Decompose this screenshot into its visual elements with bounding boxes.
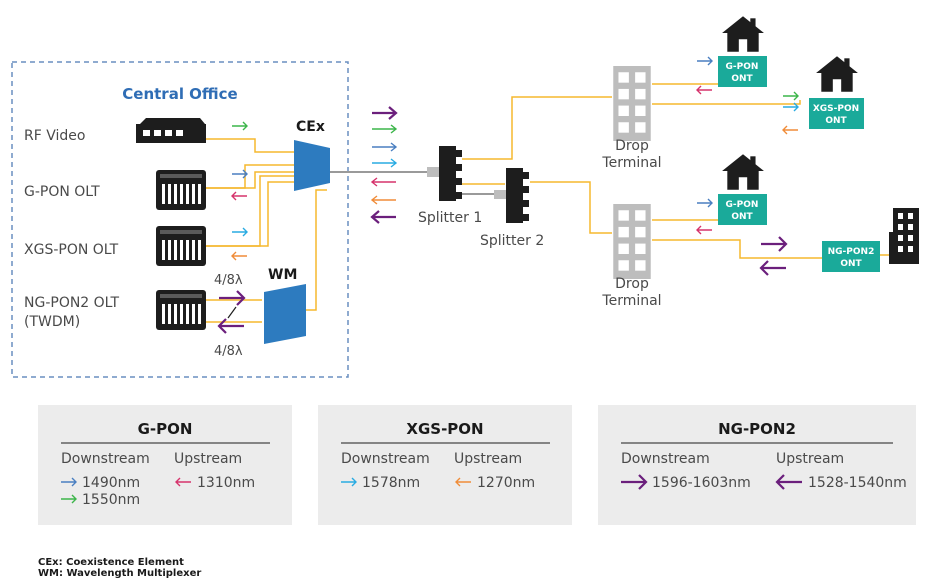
ngpon2-olt-icon <box>156 290 206 330</box>
xgspon-olt-label: XGS-PON OLT <box>24 242 119 258</box>
legend-gpon-down-2: 1550nm <box>82 492 140 508</box>
ngpon2-ont: NG-PON2 ONT <box>822 241 880 272</box>
gpon-olt-label: G-PON OLT <box>24 184 100 200</box>
legend-xgspon-up-1: 1270nm <box>477 475 535 491</box>
splitter-1-icon <box>427 146 462 201</box>
legend-xgspon-downstream: Downstream <box>341 451 430 467</box>
splitter-feed-lines <box>330 171 505 195</box>
xgspon-olt-icon <box>156 226 206 266</box>
legend-xgspon-up-arrow <box>455 477 471 487</box>
ont-label-line2: ONT <box>825 116 847 126</box>
ont-arrows <box>696 56 799 235</box>
ont-label-line2: ONT <box>731 212 753 222</box>
rf-video-device-icon <box>136 118 206 143</box>
gpon-ont-bottom: G-PON ONT <box>718 194 767 225</box>
splitter-1-label: Splitter 1 <box>418 210 482 226</box>
ngpon2-twdm-label: (TWDM) <box>24 314 80 330</box>
cex-element <box>294 140 330 191</box>
legend-xgspon-down-1: 1578nm <box>362 475 420 491</box>
drop-terminal-bottom-icon <box>613 204 651 279</box>
ont-label-line1: XGS-PON <box>813 104 859 114</box>
legend-gpon-down-1: 1490nm <box>82 475 140 491</box>
legend-xgspon-panel <box>318 405 572 525</box>
fiber-lines <box>205 73 892 323</box>
ont-label-line1: G-PON <box>726 62 759 72</box>
legend-gpon-downstream: Downstream <box>61 451 150 467</box>
splitter-2-icon <box>494 168 529 223</box>
legend-ngpon2-title: NG-PON2 <box>718 420 796 438</box>
legend-gpon-upstream: Upstream <box>174 451 242 467</box>
cex-label: CEx <box>296 119 325 135</box>
legend-gpon-up-1: 1310nm <box>197 475 255 491</box>
rf-video-label: RF Video <box>24 128 85 144</box>
gpon-olt-icon <box>156 170 206 210</box>
ont-label-line1: NG-PON2 <box>828 247 875 257</box>
legend-ngpon2-panel <box>598 405 916 525</box>
co-ngpon2-arrows <box>217 290 246 334</box>
legend-xgspon-down-arrow <box>341 477 357 487</box>
legend-gpon-title: G-PON <box>138 420 193 438</box>
legend-gpon-up-arrow <box>175 477 191 487</box>
drop-terminal-top-label-2: Terminal <box>601 155 661 171</box>
ont-ngpon2-arrows <box>759 236 788 276</box>
footnote-cex: CEx: Coexistence Element <box>38 557 184 568</box>
legend-ngpon2-up-1: 1528-1540nm <box>808 475 907 491</box>
xgspon-ont: XGS-PON ONT <box>809 98 864 129</box>
ont-label-line1: G-PON <box>726 200 759 210</box>
wm-label: WM <box>268 267 297 283</box>
legend-xgspon-upstream: Upstream <box>454 451 522 467</box>
house-icon <box>722 16 764 52</box>
central-office-title: Central Office <box>122 85 237 103</box>
co-arrows <box>231 121 248 261</box>
lambda-label-top: 4/8λ <box>214 273 243 288</box>
legend-gpon-down-arrow-2 <box>61 494 77 504</box>
house-icon <box>722 154 764 190</box>
office-building-icon <box>889 208 919 264</box>
footnote-wm: WM: Wavelength Multiplexer <box>38 568 201 579</box>
legend-ngpon2-down-arrow <box>621 474 648 490</box>
central-office-box <box>11 61 349 378</box>
legend-ngpon2-up-arrow <box>775 474 802 490</box>
lambda-label-bottom: 4/8λ <box>214 344 243 359</box>
splitter-2-label: Splitter 2 <box>480 233 544 249</box>
wm-element <box>264 284 306 344</box>
house-icon <box>816 56 858 92</box>
drop-terminal-bottom-label-2: Terminal <box>601 293 661 309</box>
drop-terminal-bottom-label-1: Drop <box>615 276 649 292</box>
legend-ngpon2-upstream: Upstream <box>776 451 844 467</box>
legend-ngpon2-down-1: 1596-1603nm <box>652 475 751 491</box>
legend-gpon-panel <box>38 405 292 525</box>
gpon-ont-top: G-PON ONT <box>718 56 767 87</box>
ont-label-line2: ONT <box>840 259 862 269</box>
drop-terminal-top-icon <box>613 66 651 141</box>
lambda-slash <box>227 306 237 319</box>
legend-gpon-down-arrow-1 <box>61 477 77 487</box>
legend-ngpon2-downstream: Downstream <box>621 451 710 467</box>
drop-terminal-top-label-1: Drop <box>615 138 649 154</box>
ont-label-line2: ONT <box>731 74 753 84</box>
trunk-arrows <box>370 106 398 224</box>
legend-xgspon-title: XGS-PON <box>406 420 483 438</box>
ngpon2-olt-label: NG-PON2 OLT <box>24 295 120 311</box>
